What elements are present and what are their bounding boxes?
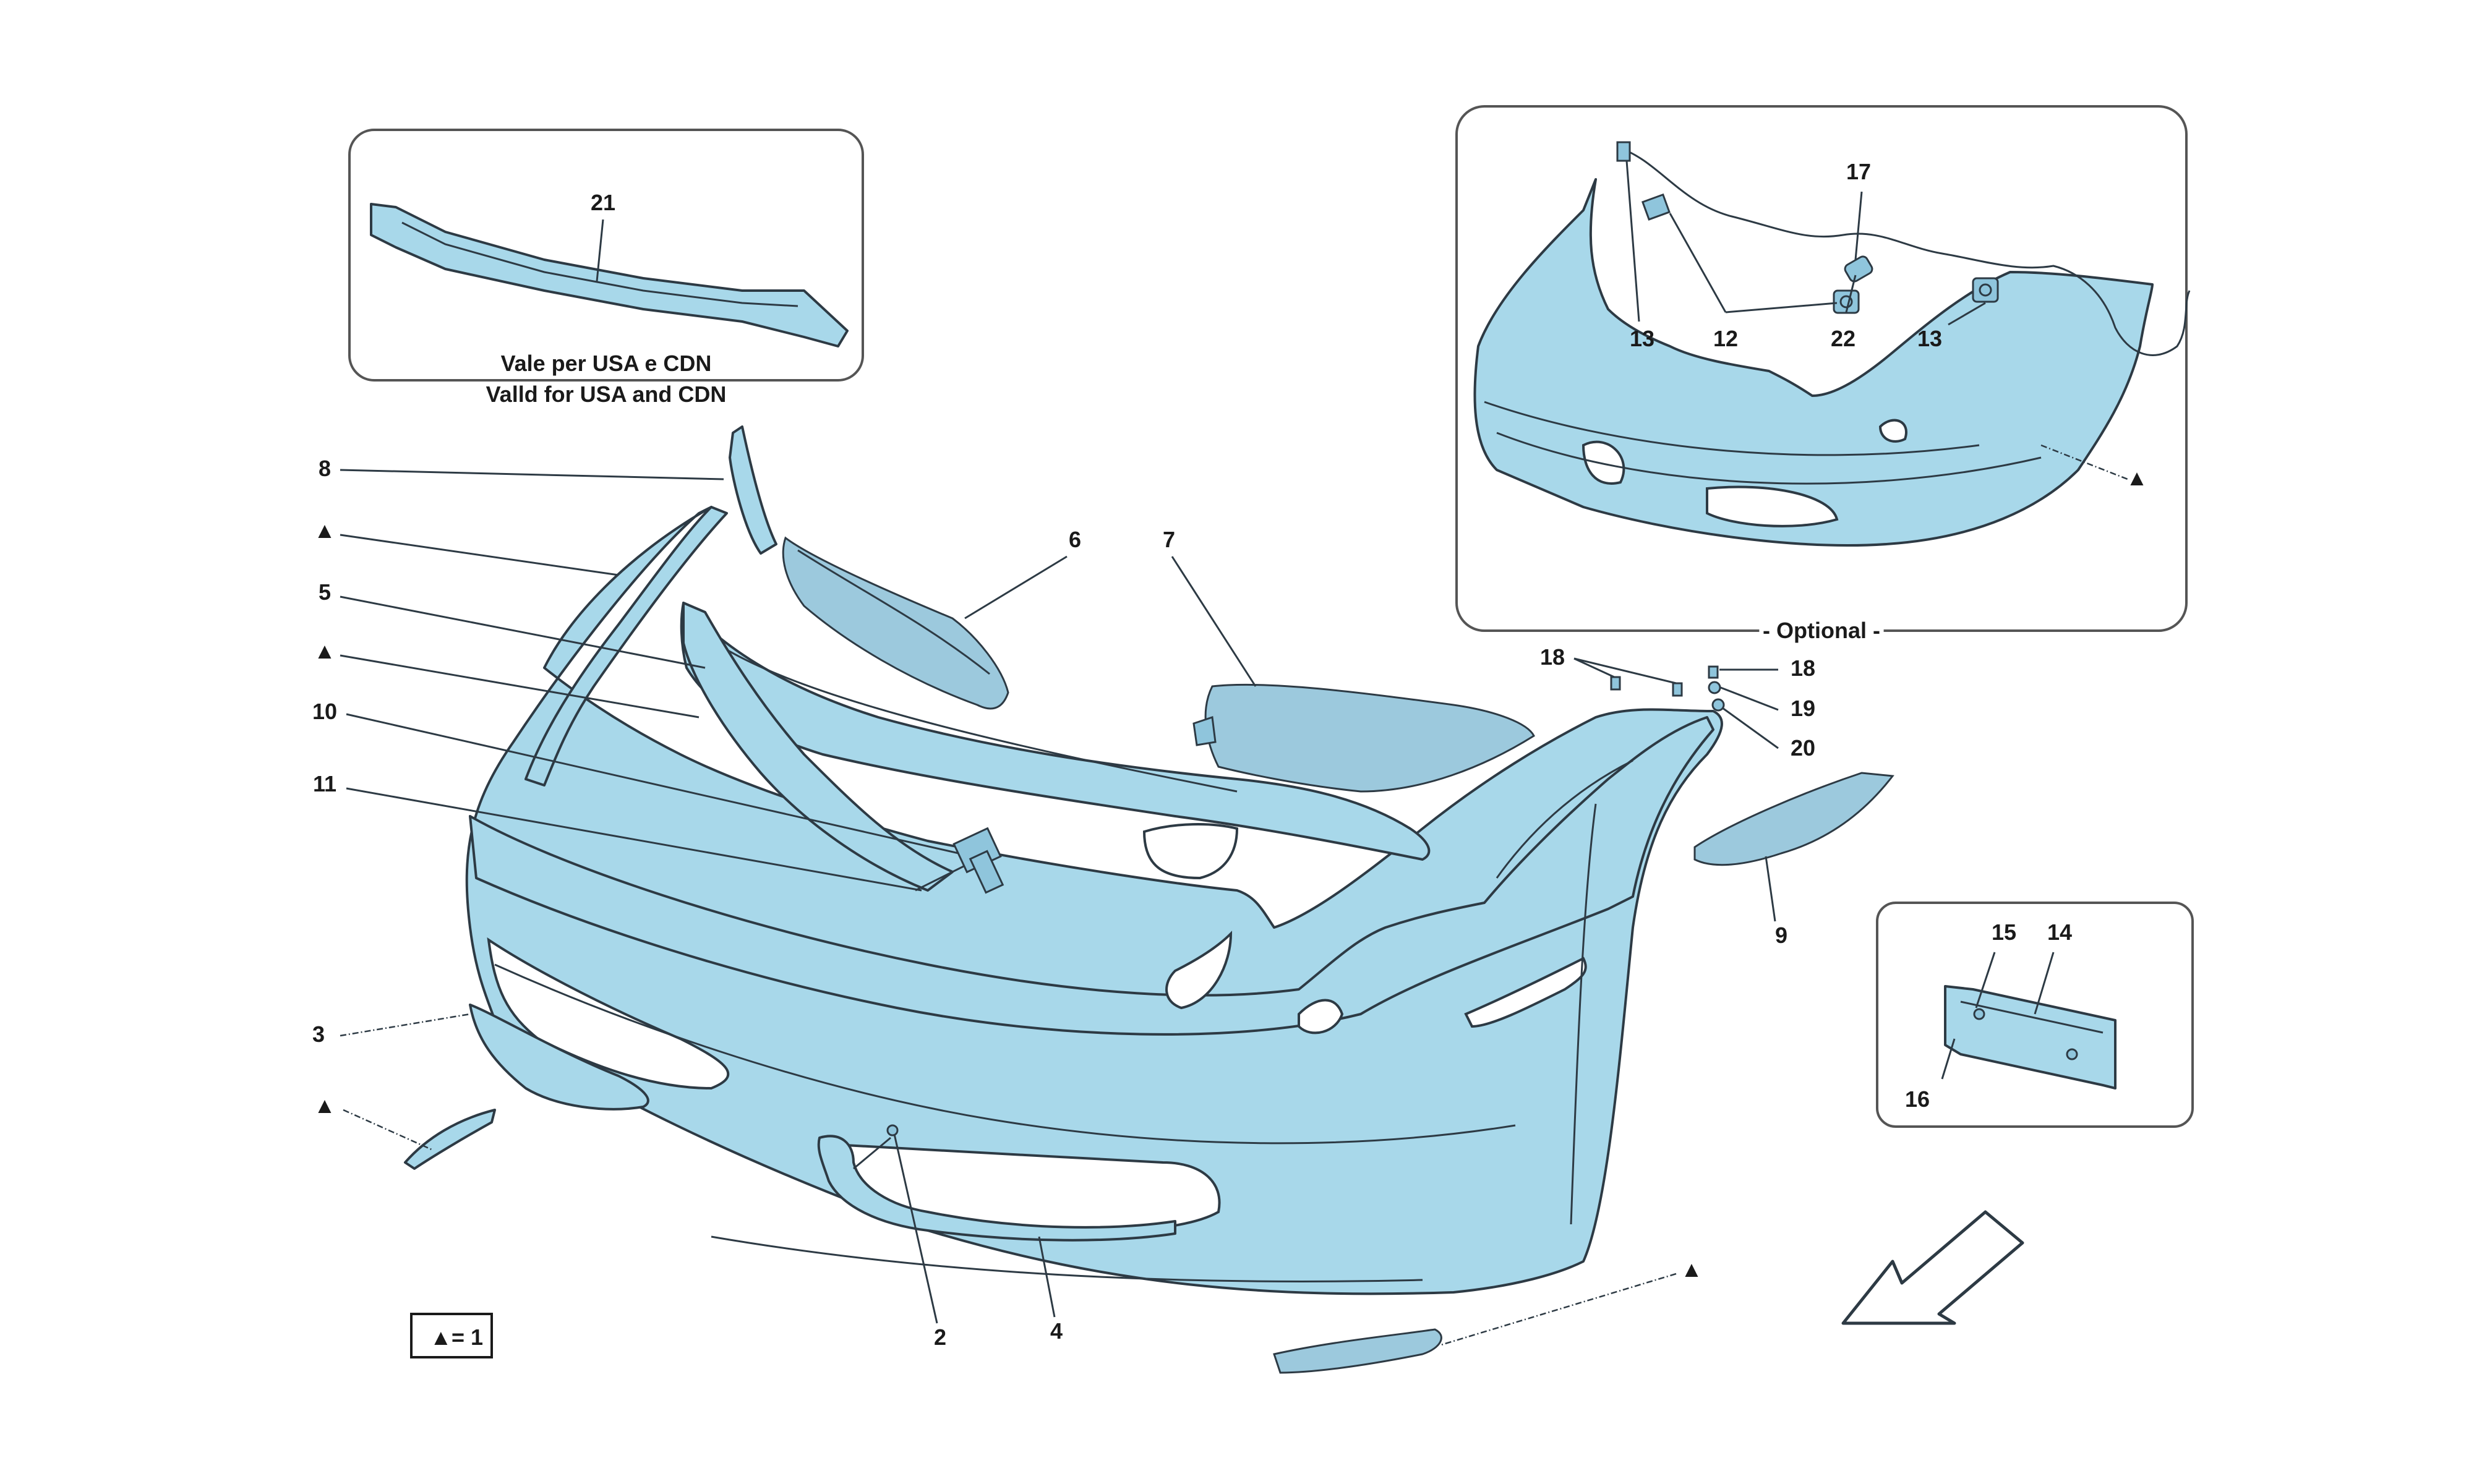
legend-text: = 1 [452, 1324, 483, 1350]
callout-16: 16 [1905, 1086, 1930, 1112]
callout-13b: 13 [1917, 326, 1942, 351]
part-7-grille [1204, 683, 1535, 793]
fastener-19 [1708, 681, 1721, 694]
callout-3: 3 [312, 1021, 325, 1047]
inset-usa-label-en: Valld for USA and CDN [486, 382, 727, 407]
callout-19: 19 [1791, 696, 1815, 721]
fog-lamp-recess [1298, 999, 1344, 1034]
callout-13a: 13 [1630, 326, 1654, 351]
inset-plate-bracket: 15 14 16 [1876, 902, 2194, 1128]
part-10-latch [952, 827, 1004, 894]
part-3-lip [469, 1004, 649, 1111]
callout-14: 14 [2047, 919, 2072, 945]
front-direction-arrow [1841, 1210, 2024, 1325]
callout-triangle-optional: ▲ [2126, 465, 2148, 490]
sensor-22 [1844, 255, 1873, 283]
part-15-screw [1973, 1008, 1985, 1020]
inset-usa-cdn: 21 Vale per USA e CDN Valld for USA and … [348, 129, 864, 407]
right-light-opening [1165, 931, 1233, 1010]
side-marker-slot [1464, 957, 1587, 1028]
fastener-20 [1711, 698, 1725, 712]
sensor-clip-13a [1616, 141, 1631, 162]
callout-10: 10 [312, 699, 337, 724]
callout-5: 5 [319, 579, 331, 605]
callout-6: 6 [1069, 527, 1081, 552]
callout-9: 9 [1775, 923, 1787, 948]
callout-11: 11 [313, 771, 336, 796]
main-bumper-assembly [465, 506, 1723, 1295]
callout-7: 7 [1163, 527, 1175, 552]
callout-22: 22 [1831, 326, 1856, 351]
legend-box [410, 1313, 493, 1358]
bumper-top-surface [469, 716, 1714, 1036]
left-intake [487, 937, 730, 1090]
callout-4: 4 [1050, 1318, 1063, 1344]
sensor-harness [1620, 147, 2191, 356]
callout-8: 8 [319, 456, 331, 481]
callout-triangle-bracket: ▲ [314, 638, 336, 663]
lower-right-splitter [1273, 1328, 1442, 1374]
leader-21 [596, 219, 604, 282]
sensor-12a [1641, 193, 1671, 221]
callout-21: 21 [591, 190, 615, 215]
part-11-rod [915, 864, 965, 892]
fastener-18b [1672, 682, 1683, 697]
legend: ▲ = 1 [410, 1313, 493, 1358]
callout-triangle-lower-right: ▲ [1680, 1256, 1703, 1282]
part-21-reinforcement [370, 203, 849, 348]
fastener-18c [1708, 665, 1719, 679]
callout-2: 2 [934, 1324, 946, 1350]
callout-triangle-left-strip: ▲ [314, 518, 336, 543]
fasteners-18-19-20 [1610, 665, 1725, 712]
part-6-grille [782, 536, 1009, 710]
callout-20: 20 [1791, 735, 1815, 761]
part-14-plate-bracket [1944, 985, 2117, 1090]
part-4-splitter [817, 1135, 1176, 1242]
optional-bumper [1473, 178, 2154, 547]
callouts-main: 8 ▲ 5 ▲ 10 11 3 ▲ 6 7 18 18 [312, 456, 1815, 1350]
callout-18-left: 18 [1540, 644, 1565, 670]
inset-optional-label: - Optional - [1763, 618, 1880, 643]
fastener-18a [1610, 676, 1621, 691]
callout-17: 17 [1846, 159, 1871, 184]
callout-18-right: 18 [1791, 655, 1815, 681]
part-2-screw [886, 1124, 899, 1136]
callout-triangle-lower-left: ▲ [314, 1093, 336, 1118]
legend-symbol: ▲ [430, 1324, 452, 1350]
inset-usa-label-it: Vale per USA e CDN [501, 351, 712, 376]
part-5-left-bracket [682, 602, 954, 892]
part-9-side-trim [1693, 772, 1894, 866]
lower-left-fin [404, 1109, 496, 1170]
callout-15: 15 [1992, 919, 2016, 945]
inset-optional: 17 13 12 22 13 ▲ - Optional - [1455, 105, 2191, 647]
callout-12: 12 [1713, 326, 1738, 351]
part-8-trim [729, 425, 777, 555]
left-upper-strip [524, 506, 728, 787]
upper-opening [1142, 823, 1239, 880]
